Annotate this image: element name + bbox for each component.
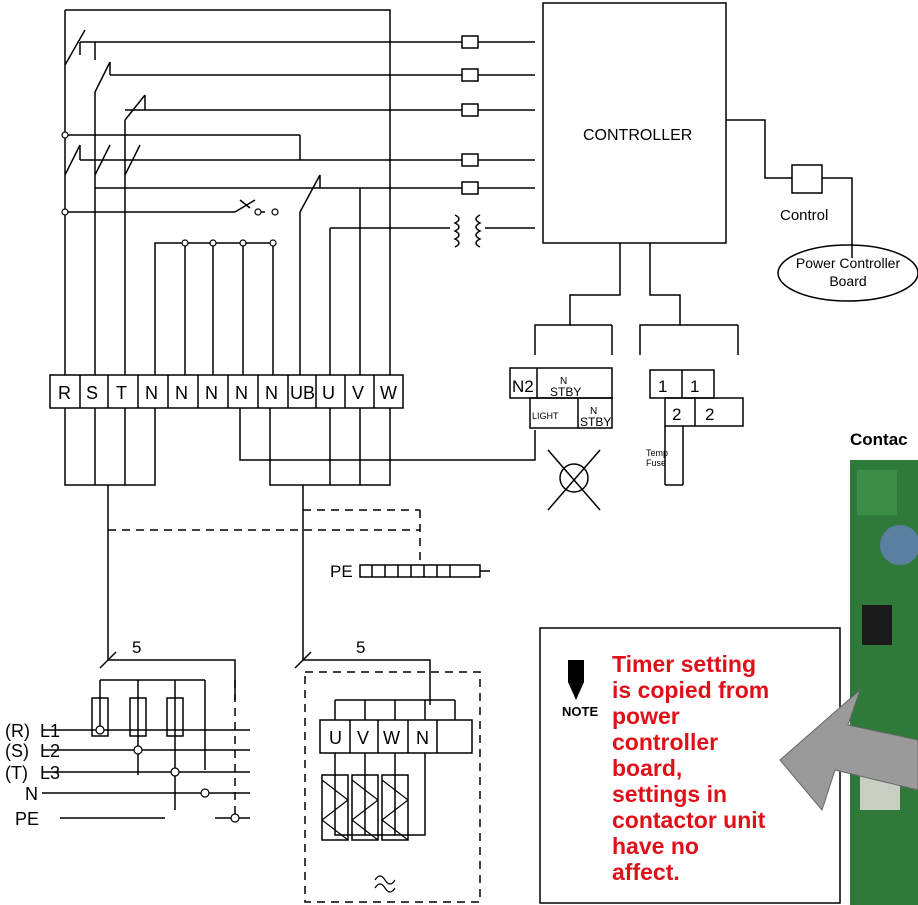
- heater-terminal-u: U: [329, 728, 342, 748]
- standby-bot-stby: STBY: [580, 415, 611, 429]
- pencil-icon: [568, 660, 584, 700]
- contactor-label: Contac: [850, 430, 908, 449]
- cable-count-right: 5: [356, 638, 365, 657]
- fuse-2a: 2: [672, 405, 681, 424]
- terminal-5: N: [205, 383, 218, 403]
- supply-prefix-l2: (S): [5, 741, 29, 761]
- terminal-9: U: [322, 383, 335, 403]
- terminal-11: W: [380, 383, 397, 403]
- supply-prefix-l3: (T): [5, 763, 28, 783]
- standby-bot-n: N: [590, 406, 597, 417]
- supply-name-n: N: [25, 784, 38, 804]
- power-board-line1: Power Controller: [796, 255, 901, 271]
- pointer-arrow: [779, 688, 918, 812]
- supply-name-pe: PE: [15, 809, 39, 829]
- standby-top-stby: STBY: [550, 385, 581, 399]
- note-line: settings in: [612, 781, 727, 807]
- pe-bar-label: PE: [330, 562, 353, 581]
- terminal-1: S: [86, 383, 98, 403]
- note-line: controller: [612, 729, 718, 755]
- terminal-8: UB: [290, 383, 315, 403]
- note-line: is copied from: [612, 677, 769, 703]
- note-line: have no: [612, 833, 699, 859]
- note-body: Timer setting is copied from power contr…: [612, 651, 769, 885]
- supply-name-l2: L2: [40, 741, 60, 761]
- terminal-6: N: [235, 383, 248, 403]
- heater-terminal-n: N: [416, 728, 429, 748]
- note-line: board,: [612, 755, 682, 781]
- heater-terminal-v: V: [357, 728, 369, 748]
- supply-prefix-l1: (R): [5, 721, 30, 741]
- supply-name-l1: L1: [40, 721, 60, 741]
- terminal-10: V: [352, 383, 364, 403]
- terminal-4: N: [175, 383, 188, 403]
- terminal-7: N: [265, 383, 278, 403]
- note-icon-label: NOTE: [562, 704, 598, 719]
- cable-count-left: 5: [132, 638, 141, 657]
- note-line: affect.: [612, 859, 680, 885]
- fuse-1a: 1: [658, 377, 667, 396]
- note-line: contactor unit: [612, 807, 766, 833]
- terminal-0: R: [58, 383, 71, 403]
- supply-name-l3: L3: [40, 763, 60, 783]
- standby-top-n: N: [560, 376, 567, 387]
- note-line: power: [612, 703, 680, 729]
- note-line: Timer setting: [612, 651, 756, 677]
- fuse-2b: 2: [705, 405, 714, 424]
- fuse-1b: 1: [690, 377, 699, 396]
- fuse-temp: Temp: [646, 448, 668, 458]
- control-label: Control: [780, 207, 828, 224]
- terminal-2: T: [116, 383, 127, 403]
- power-board-line2: Board: [829, 273, 866, 289]
- standby-n2: N2: [512, 377, 534, 396]
- controller-label: CONTROLLER: [583, 127, 692, 144]
- fuse-fuse: Fuse: [646, 458, 666, 468]
- terminal-3: N: [145, 383, 158, 403]
- heater-terminal-w: W: [383, 728, 400, 748]
- standby-light: LIGHT: [532, 411, 559, 421]
